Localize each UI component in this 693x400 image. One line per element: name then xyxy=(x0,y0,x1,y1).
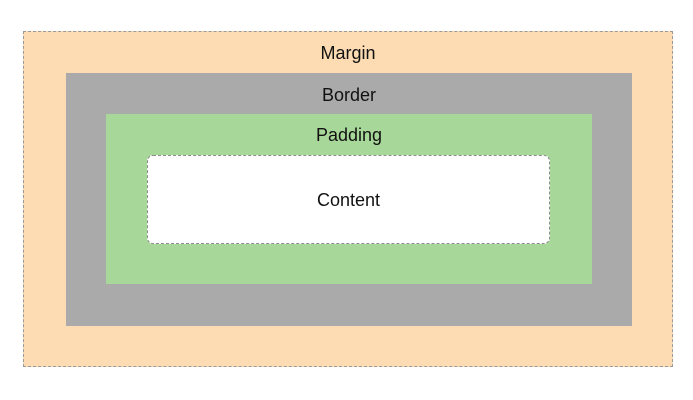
content-label: Content xyxy=(316,190,381,210)
border-label: Border xyxy=(321,85,377,105)
margin-label: Margin xyxy=(320,43,376,63)
padding-label: Padding xyxy=(315,125,383,145)
content-box: Content xyxy=(147,155,550,244)
